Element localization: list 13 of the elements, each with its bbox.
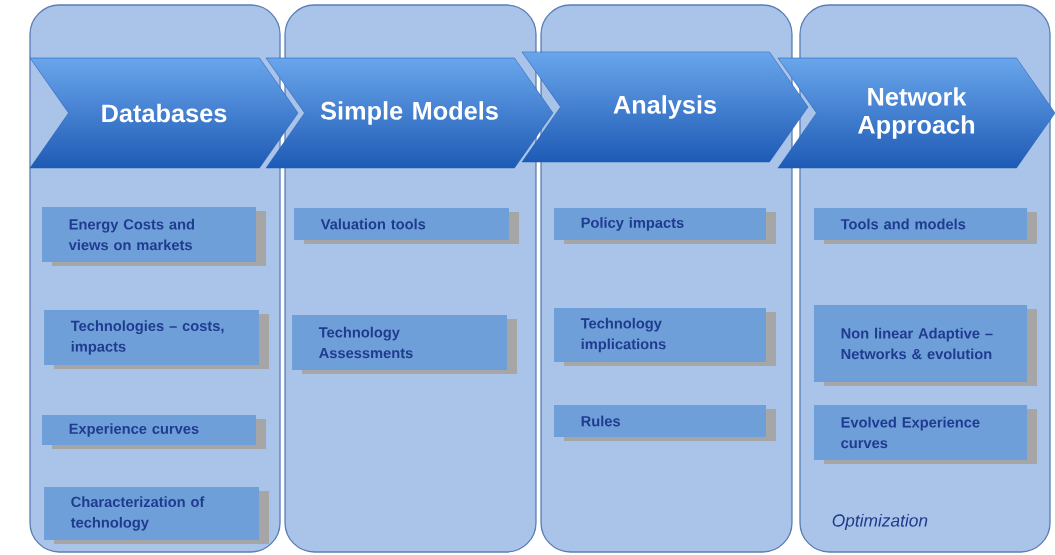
note-text: Optimization: [832, 513, 928, 531]
text-box: Technology implications: [554, 308, 776, 366]
text-box: Policy impacts: [554, 208, 776, 244]
text-box: Valuation tools: [294, 208, 519, 244]
text-box: Rules: [554, 405, 776, 441]
text-box: Experience curves: [42, 415, 266, 449]
text-box: Tools and models: [814, 208, 1037, 244]
text-box: Technologies – costs, impacts: [44, 310, 269, 369]
text-box: Characterization of technology: [44, 486, 269, 544]
text-box: Technology Assessments: [292, 315, 517, 374]
text-box: Non linear Adaptive – Networks & evolution: [814, 304, 1037, 386]
text-box: Evolved Experience curves: [814, 405, 1037, 464]
text-box: Energy Costs and views on markets: [42, 207, 266, 266]
